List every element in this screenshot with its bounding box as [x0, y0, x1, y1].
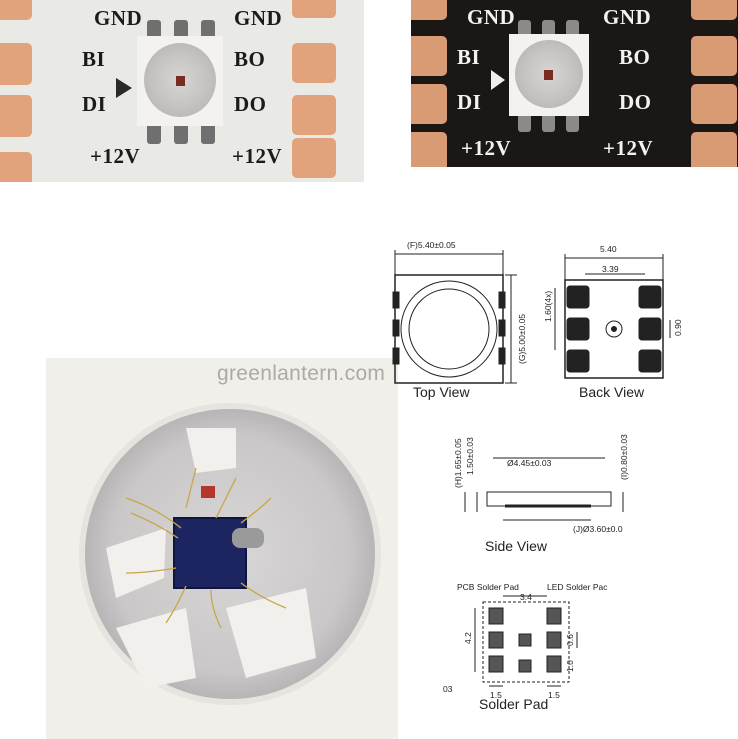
copper-pad — [0, 95, 32, 137]
solder-pad-label: Solder Pad — [479, 696, 548, 712]
pin-label-bo: BO — [234, 47, 266, 71]
side-view-top-dim: Ø4.45±0.03 — [507, 458, 552, 468]
led-leg — [566, 20, 579, 38]
pin-label-12v-right: +12V — [603, 136, 654, 160]
pin-label-bi: BI — [457, 45, 481, 69]
top-view-width-dim: (F)5.40±0.05 — [407, 240, 456, 250]
led-chip — [544, 70, 553, 80]
black-pcb-strip-photo: GND BI DI +12V GND BO DO +12V — [411, 0, 738, 167]
copper-pad — [411, 84, 447, 124]
pin-label-12v-left: +12V — [461, 136, 512, 160]
copper-pad — [292, 95, 336, 135]
dimension-drawing: (F)5.40±0.05 (G)5.00±0.05 Top View 5.40 … — [365, 230, 738, 739]
pin-label-di: DI — [457, 90, 482, 114]
direction-arrow-icon — [491, 70, 505, 90]
copper-pad — [292, 0, 336, 18]
led-leg — [542, 112, 555, 132]
lead-frame — [186, 428, 236, 473]
pin-label-gnd-right: GND — [603, 5, 652, 29]
copper-pad — [0, 0, 32, 20]
dimension-drawing-svg: (F)5.40±0.05 (G)5.00±0.05 Top View 5.40 … — [392, 240, 683, 712]
top-view-drawing — [392, 250, 517, 384]
led-leg — [147, 120, 161, 144]
led-leg — [201, 120, 215, 144]
back-view-label: Back View — [579, 384, 645, 400]
watermark: greenlantern.com — [217, 362, 386, 385]
back-view-drawing — [554, 254, 671, 379]
pin-label-12v-right: +12V — [232, 144, 283, 168]
led-macro-photo — [46, 358, 398, 739]
led-leg — [566, 112, 579, 132]
pin-label-bi: BI — [82, 47, 106, 71]
back-view-pitch-dim: 0.90 — [673, 319, 683, 336]
top-view-height-dim: (G)5.00±0.05 — [517, 314, 527, 364]
led-leg — [542, 20, 555, 38]
side-view-label: Side View — [485, 538, 548, 554]
side-view-body-dim: 1.50±0.03 — [465, 437, 475, 475]
pin-label-gnd-left: GND — [467, 5, 516, 29]
component-capsule — [232, 528, 264, 548]
pin-label-do: DO — [619, 90, 652, 114]
lead-frame — [116, 608, 196, 688]
pin-label-bo: BO — [619, 45, 651, 69]
top-view-label: Top View — [413, 384, 470, 400]
solder-pad-bottom-left-dim: 1.5 — [490, 690, 502, 700]
led-solder-pad-label: LED Solder Pac — [547, 582, 608, 592]
pin-label-do: DO — [234, 92, 267, 116]
red-emitter-die — [201, 486, 215, 498]
direction-arrow-icon — [116, 78, 132, 98]
led-leg — [518, 20, 531, 38]
back-view-pad-span-dim: 3.39 — [602, 264, 619, 274]
side-view-lens-dim: (I)0.80±0.03 — [619, 434, 629, 480]
copper-pad — [292, 43, 336, 83]
led-leg — [174, 120, 188, 144]
copper-pad — [0, 152, 32, 182]
lead-frame — [226, 588, 316, 678]
solder-pad-right-dim-a: 0.6 — [565, 634, 575, 646]
copper-pad — [292, 138, 336, 178]
back-view-pad-length-dim: 1.60(4x) — [543, 291, 553, 322]
led-chip — [176, 76, 185, 86]
solder-pad-corner-text: 03 — [443, 684, 453, 694]
bond-wires — [125, 467, 287, 629]
pin-label-12v-left: +12V — [90, 144, 141, 168]
copper-pad — [691, 36, 737, 76]
side-view-bottom-dim: (J)Ø3.60±0.0 — [573, 524, 623, 534]
lead-frame — [106, 528, 166, 598]
pin-label-di: DI — [82, 92, 107, 116]
copper-pad — [691, 0, 737, 20]
led-leg — [147, 20, 161, 40]
pin-label-gnd-left: GND — [94, 6, 143, 30]
led-macro-illustration — [46, 358, 398, 739]
solder-pad-right-dim-b: 1.0 — [565, 660, 575, 672]
solder-pad-drawing — [474, 595, 578, 687]
copper-pad — [691, 84, 737, 124]
pin-label-gnd-right: GND — [234, 6, 283, 30]
led-leg — [518, 112, 531, 132]
led-leg — [174, 20, 188, 40]
copper-pad — [411, 0, 447, 20]
ic-chip — [173, 517, 247, 589]
solder-pad-left-dim: 4.2 — [463, 632, 473, 644]
copper-pad — [0, 43, 32, 85]
copper-pad — [411, 36, 447, 76]
solder-pad-bottom-right-dim: 1.5 — [548, 690, 560, 700]
pcb-solder-pad-label: PCB Solder Pad — [457, 582, 519, 592]
white-pcb-strip-photo: GND BI DI +12V GND BO DO +12V — [0, 0, 364, 182]
led-leg — [201, 20, 215, 40]
side-view-height-dim: (H)1.65±0.05 — [453, 438, 463, 488]
solder-pad-top-dim: 3.4 — [520, 592, 532, 602]
back-view-width-dim: 5.40 — [600, 244, 617, 254]
copper-pad — [411, 132, 447, 167]
copper-pad — [691, 132, 737, 167]
side-view-drawing — [464, 457, 624, 521]
